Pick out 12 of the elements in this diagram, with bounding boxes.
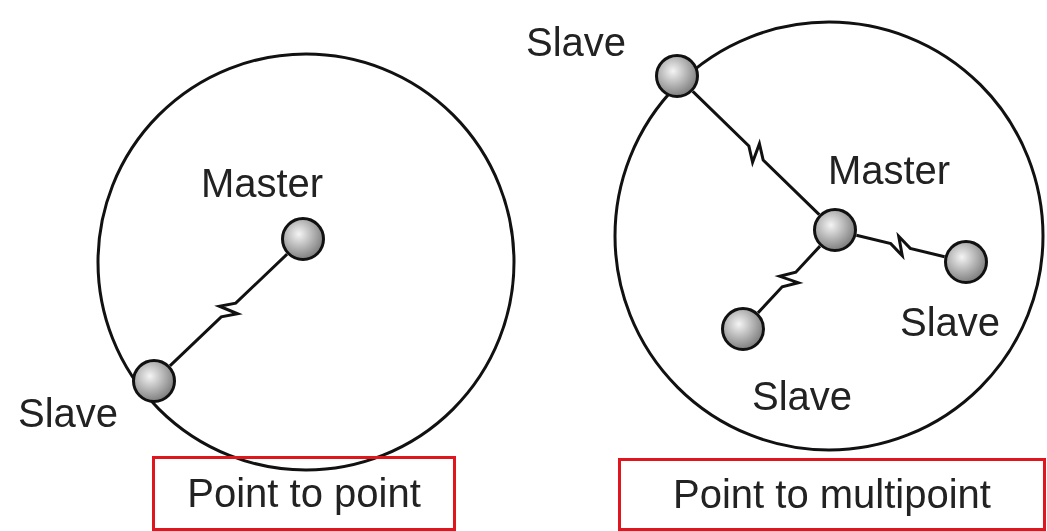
wireless-link [691, 90, 821, 216]
wireless-link [756, 245, 822, 314]
wireless-link [856, 231, 945, 261]
caption-box: Point to multipoint [618, 458, 1046, 531]
node-label: Master [826, 147, 952, 193]
caption-box: Point to point [152, 456, 456, 531]
node-label: Slave [16, 390, 120, 436]
node-label: Slave [898, 299, 1002, 345]
node-label: Master [199, 160, 325, 206]
node-label: Slave [750, 373, 854, 419]
wireless-link [168, 253, 289, 367]
node-label: Slave [524, 19, 628, 65]
